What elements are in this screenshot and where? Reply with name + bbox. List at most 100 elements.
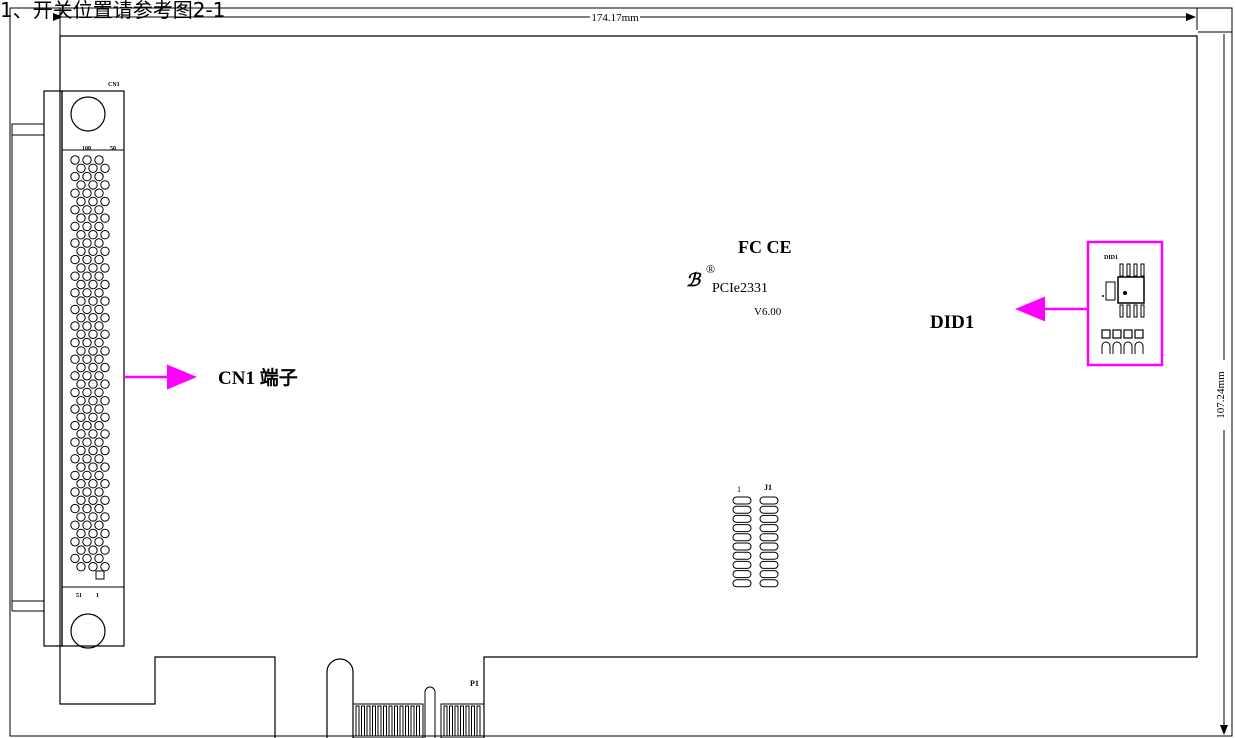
cn1-pin: [76, 562, 86, 572]
did1-pin: [1140, 263, 1145, 277]
cn1-pin: [100, 429, 110, 439]
cn1-pin: [76, 196, 86, 207]
j1-pin: [759, 551, 779, 560]
cn1-pin: [100, 346, 110, 356]
cn1-pin: [94, 271, 104, 281]
gold-finger: [460, 705, 464, 737]
cn1-pin: [76, 512, 86, 522]
did1-pin: [1133, 304, 1138, 318]
cn1-pin: [88, 412, 98, 422]
registered-mark: ®: [706, 262, 715, 276]
cn1-pin: [88, 296, 98, 306]
gold-finger: [465, 705, 470, 737]
cn1-pin: [70, 454, 80, 464]
cn1-pin: [82, 221, 92, 232]
gold-finger: [388, 705, 393, 737]
cn1-pin: [94, 537, 104, 547]
cn1-pin: [94, 288, 104, 298]
cn1-pin: [76, 346, 86, 356]
cn1-pin: [94, 205, 104, 215]
cn1-pin: [94, 254, 104, 265]
pin-label-1: 1: [96, 593, 99, 599]
cn1-pin: [100, 512, 110, 522]
cn1-pin: [76, 528, 86, 539]
cn1-pin: [94, 470, 104, 481]
cn1-pin: [88, 479, 98, 489]
cn1-pin: [88, 462, 98, 472]
cn1-pin: [100, 562, 110, 572]
cn1-pin: [94, 387, 104, 398]
cn1-pin: [94, 304, 104, 315]
cn1-pin: [94, 454, 104, 464]
cn1-pin: [94, 155, 104, 165]
gold-finger: [416, 705, 420, 737]
gold-finger: [372, 705, 376, 737]
did1-pin: [1126, 263, 1131, 277]
cn1-pin: [70, 188, 80, 198]
cn1-pin: [100, 545, 110, 555]
cn1-pin: [88, 196, 98, 207]
j1-pin: [732, 514, 752, 523]
company-logo-icon: ℬ: [686, 270, 702, 290]
cn1-pin: [88, 180, 98, 190]
cn1-pin: [76, 313, 86, 323]
cn1-connector: CN1 100 50 51 1: [11, 82, 125, 649]
did1-pad: [1134, 329, 1144, 339]
width-dimension: 174.17mm: [53, 8, 1198, 36]
did1-pad: [1112, 341, 1122, 354]
cn1-pin: [82, 321, 92, 331]
cn1-pin: [100, 263, 110, 273]
cn1-pin: [82, 171, 92, 182]
cn1-pin: [100, 213, 110, 223]
cn1-pin: [88, 346, 98, 356]
cn1-pin: [82, 288, 92, 298]
cn1-pin: [70, 371, 80, 381]
cn1-pin: [88, 445, 98, 456]
gold-finger: [366, 705, 371, 737]
j1-pin: [732, 560, 752, 569]
gold-finger: [394, 705, 398, 737]
pin1-marker: [95, 570, 105, 580]
gold-finger-frame: [440, 703, 485, 738]
cn1-pin: [76, 379, 86, 389]
j1-pin: [759, 505, 779, 514]
cn1-pin: [70, 404, 80, 414]
cn1-pin: [88, 313, 98, 323]
cn1-pin: [76, 495, 86, 505]
cn1-pin: [100, 396, 110, 406]
cn1-pin: [100, 362, 110, 373]
cn1-pin: [94, 553, 104, 564]
j1-pin: [759, 570, 779, 579]
gold-finger: [399, 705, 404, 737]
cn1-pin: [94, 503, 104, 514]
j1-pin1-label: 1: [737, 485, 741, 494]
cn1-pin: [70, 205, 80, 215]
mount-hole-bottom: [70, 613, 106, 649]
cn1-pin: [70, 553, 80, 564]
j1-pin: [759, 514, 779, 523]
cn1-pin: [94, 337, 104, 348]
did1-pad: [1134, 341, 1144, 354]
cn1-pin: [100, 246, 110, 257]
cn1-pin: [70, 238, 80, 248]
cn1-pin: [76, 329, 86, 339]
gold-finger: [454, 705, 459, 737]
cn1-pin: [82, 371, 92, 381]
cn1-pin: [76, 296, 86, 306]
cn1-pin: [94, 238, 104, 248]
cn1-pin: [70, 420, 80, 431]
cn1-pin: [76, 396, 86, 406]
cn1-pin: [100, 528, 110, 539]
cn1-pin: [94, 171, 104, 182]
cn1-pin: [70, 254, 80, 265]
cn1-pin: [70, 354, 80, 364]
cn1-pin: [100, 313, 110, 323]
cn1-pin: [76, 412, 86, 422]
j1-label: J1: [764, 483, 772, 492]
j1-pin: [759, 560, 779, 569]
cn1-pin: [82, 238, 92, 248]
j1-pin: [759, 542, 779, 551]
cn1-pin: [88, 246, 98, 257]
cn1-pin: [70, 155, 80, 165]
cn1-pin: [88, 379, 98, 389]
